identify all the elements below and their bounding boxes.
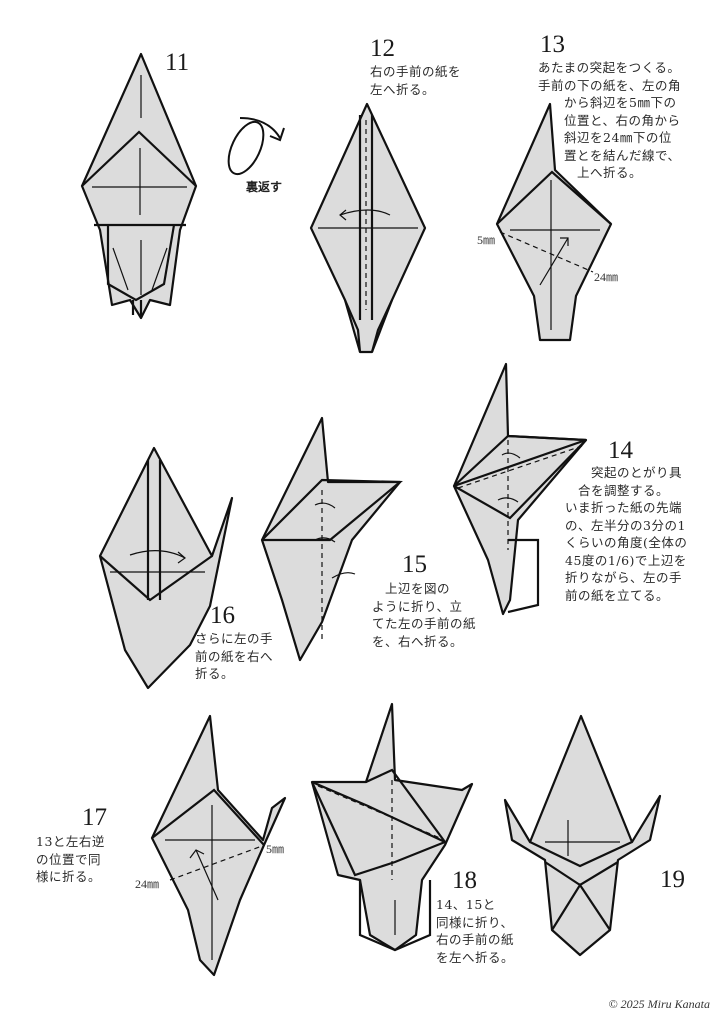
step-15-diagram [260, 416, 403, 662]
turn-over-arrow-icon [227, 117, 285, 176]
step-14-instruction: 突起のとがり具 合を調整する。 いま折った紙の先端 の、左半分の3分の1 くらい… [565, 465, 688, 603]
step-13-number: 13 [540, 31, 565, 58]
step-18-instruction: 14、15と 同様に折り、 右の手前の紙 を左へ折る。 [436, 897, 515, 965]
step-12-number: 12 [370, 35, 395, 62]
step-17-left-measurement: 24㎜ [135, 877, 160, 891]
step-16-number: 16 [210, 602, 235, 629]
step-17-diagram [150, 714, 287, 977]
step-19-number: 19 [660, 866, 685, 893]
step-14-diagram [452, 362, 588, 616]
step-13-left-measurement: 5㎜ [477, 233, 496, 247]
step-15-number: 15 [402, 551, 427, 578]
step-14-number: 14 [608, 437, 633, 464]
step-15-instruction: 上辺を図の ように折り、立 てた左の手前の紙 を、右へ折る。 [372, 581, 477, 649]
step-13-diagram [495, 102, 613, 342]
step-16-diagram [98, 446, 234, 690]
copyright-notice: © 2025 Miru Kanata [608, 997, 710, 1011]
step-17-number: 17 [82, 804, 107, 831]
step-18-number: 18 [452, 867, 477, 894]
step-17-instruction: 13と左右逆 の位置で同 様に折る。 [36, 834, 105, 884]
step-17-right-measurement: 5㎜ [266, 842, 285, 856]
step-11-diagram [80, 52, 198, 320]
step-13-instruction: あたまの突起をつくる。 手前の下の紙を、左の角 から斜辺を5㎜下の 位置と、右の… [538, 60, 682, 180]
step-18-diagram [310, 702, 474, 952]
step-19-diagram [503, 714, 662, 957]
step-16-instruction: さらに左の手 前の紙を右へ 折る。 [195, 631, 274, 681]
step-12-diagram [309, 102, 427, 354]
step-11-number: 11 [165, 49, 190, 76]
step-12-instruction: 右の手前の紙を 左へ折る。 [370, 64, 462, 97]
turn-over-label: 裏返す [246, 180, 283, 194]
step-13-right-measurement: 24㎜ [594, 270, 619, 284]
